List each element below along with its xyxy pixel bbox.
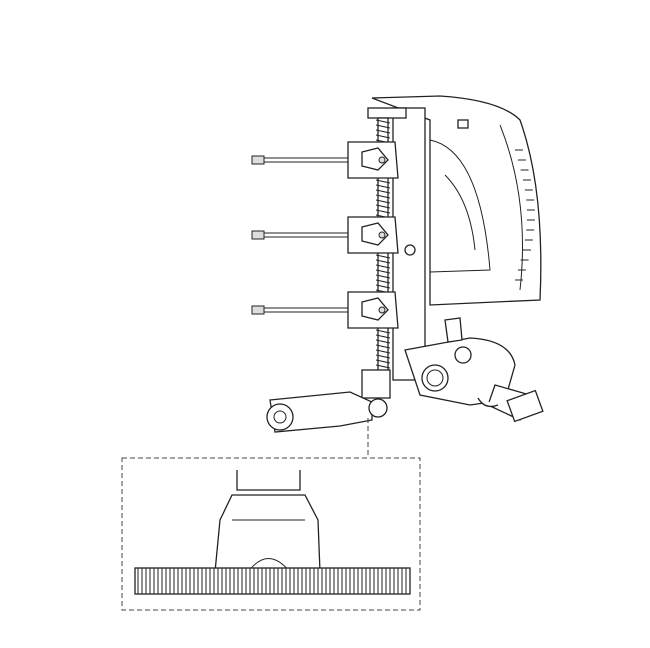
vertical-column	[392, 107, 426, 381]
detail-bracket	[214, 470, 321, 573]
clamp-top[interactable]	[251, 141, 399, 179]
clamp-middle[interactable]	[251, 216, 399, 254]
handle-lever[interactable]	[266, 369, 391, 433]
nut	[404, 244, 416, 256]
clamp-bottom[interactable]	[251, 291, 399, 329]
detail-box	[121, 457, 421, 611]
detail-threaded-rod	[134, 567, 411, 595]
arc-plate	[371, 95, 542, 306]
top-cap	[367, 107, 407, 119]
scale-ticks	[515, 149, 535, 281]
fitting-assembly	[404, 317, 544, 423]
